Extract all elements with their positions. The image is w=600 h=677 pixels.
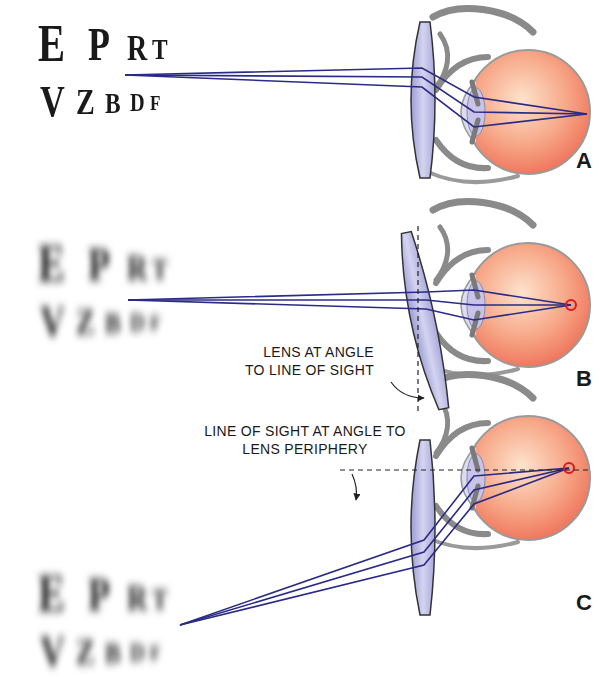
chart-letter: F <box>150 642 160 664</box>
chart-letter: F <box>150 92 160 114</box>
eye <box>428 9 590 183</box>
chart-letter: R <box>127 250 147 286</box>
chart-letter: B <box>105 638 121 668</box>
chart-letter: B <box>105 308 121 338</box>
chart-letter: Z <box>76 634 95 670</box>
chart-letter: R <box>127 30 147 66</box>
chart-letter: B <box>105 88 121 118</box>
chart-letter: P <box>88 572 110 618</box>
chart-letter: V <box>40 80 65 124</box>
chart-letter: T <box>152 254 168 284</box>
spectacle-lens <box>411 440 435 615</box>
light-ray <box>180 468 569 625</box>
chart-letter: V <box>40 630 65 674</box>
angle-arrow <box>391 382 424 398</box>
chart-letter: Z <box>76 84 95 120</box>
panel-letter: C <box>576 592 592 614</box>
blur-circle <box>566 300 576 310</box>
chart-letter: T <box>152 34 168 64</box>
chart-letter: D <box>130 310 145 336</box>
light-ray <box>125 75 587 114</box>
chart-letter: V <box>40 300 65 344</box>
light-ray <box>180 468 569 625</box>
eye <box>428 375 590 549</box>
chart-letter: P <box>88 242 110 288</box>
panel-letter: A <box>576 150 592 172</box>
spectacle-lens <box>411 22 435 178</box>
reference-line <box>417 226 418 412</box>
panel-letter: B <box>576 368 592 390</box>
chart-letter: E <box>38 238 65 290</box>
chart-letter: T <box>152 584 168 614</box>
chart-letter: E <box>38 568 65 620</box>
chart-letter: P <box>88 22 110 68</box>
light-ray <box>125 68 587 114</box>
annotation: LINE OF SIGHT AT ANGLE TO LENS PERIPHERY <box>190 422 420 458</box>
chart-letter: Z <box>76 304 95 340</box>
light-ray <box>180 468 569 625</box>
eye <box>428 202 590 376</box>
chart-letter: R <box>127 580 147 616</box>
annotation: LENS AT ANGLE TO LINE OF SIGHT <box>242 343 374 379</box>
angle-arrow <box>352 474 357 500</box>
spectacle-lens <box>393 231 454 412</box>
chart-letter: D <box>130 640 145 666</box>
light-ray <box>128 300 571 320</box>
chart-letter: E <box>38 18 65 70</box>
reference-line <box>340 469 592 470</box>
blur-circle <box>564 463 574 473</box>
light-ray <box>125 75 587 127</box>
chart-letter: D <box>130 90 145 116</box>
chart-letter: F <box>150 312 160 334</box>
